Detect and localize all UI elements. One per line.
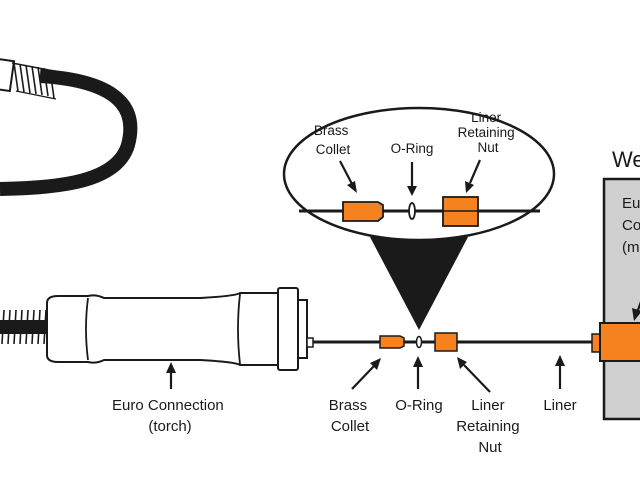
brass-collet-part — [379, 335, 405, 349]
zoom-brass-collet — [342, 201, 384, 222]
welder-panel — [602, 177, 640, 421]
label-liner-retaining-nut: Liner Retaining Nut — [456, 397, 524, 456]
zoom-label-brass-collet: Brass Collet — [314, 123, 352, 157]
zoom-pointer — [370, 237, 468, 330]
label-euro-connection: Euro Connection (torch) — [112, 397, 228, 435]
torch-hose-bottom — [0, 320, 46, 334]
liner-retaining-nut-part — [434, 332, 458, 352]
o-ring-part — [415, 335, 423, 349]
top-hose-spring — [11, 62, 57, 100]
zoom-label-o-ring: O-Ring — [391, 141, 434, 156]
torch-hose-top — [0, 57, 138, 196]
label-arrows — [166, 355, 565, 393]
label-o-ring: O-Ring — [395, 397, 443, 414]
bottom-hose-spring — [1, 309, 47, 345]
welder-euro-connector — [591, 322, 640, 362]
torch-handle — [46, 287, 314, 371]
zoom-o-ring — [408, 202, 416, 220]
welder-text: Eu Co (m — [622, 195, 640, 256]
label-liner: Liner — [543, 397, 576, 414]
welder-title: We — [612, 147, 640, 172]
label-brass-collet: Brass Collet — [329, 397, 372, 435]
zoom-arrows — [339, 159, 482, 196]
zoom-label-liner-nut: Liner Retaining Nut — [458, 110, 519, 155]
